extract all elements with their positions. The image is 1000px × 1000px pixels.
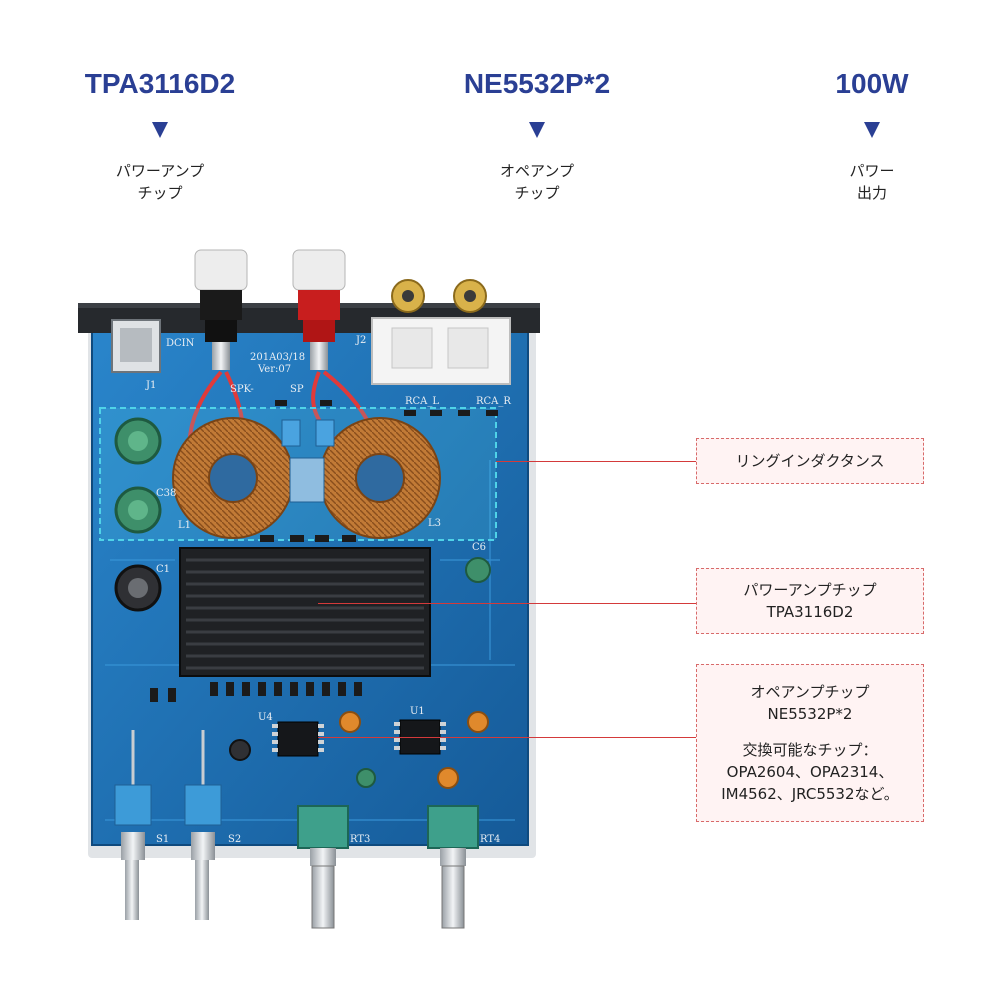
label-c6: C6 — [472, 542, 486, 553]
label-l1: L1 — [178, 520, 191, 531]
down-arrow-icon — [864, 122, 880, 138]
callout-text: オペアンプチップ — [750, 683, 870, 701]
small-capacitors — [229, 711, 489, 789]
callout-text: 交換可能なチップ： — [742, 741, 878, 759]
label-spk-right: SP — [290, 384, 304, 395]
opamp-chip-u4 — [272, 721, 324, 757]
spec-desc-line: パワーアンプ — [115, 162, 205, 180]
spec-desc-line: チップ — [137, 184, 183, 202]
dc-jack-inner — [120, 328, 152, 362]
spec-desc-line: 出力 — [856, 184, 887, 202]
smd-components — [260, 400, 498, 542]
callout-power-amp-chip: パワーアンプチップ TPA3116D2 — [696, 568, 924, 634]
label-rca-right: RCA_R — [476, 396, 511, 407]
callout-text: リングインダクタンス — [735, 452, 885, 470]
label-s2: S2 — [228, 834, 241, 845]
spec-desc-opamp: オペアンプ チップ — [457, 160, 617, 204]
down-arrow-icon — [152, 122, 168, 138]
leader-line-power-chip — [318, 603, 696, 604]
label-rt4: RT4 — [480, 834, 500, 845]
label-version-date: 201A03/18 — [250, 352, 305, 363]
leader-line-opamp — [318, 737, 696, 738]
spec-desc-power-output: パワー 出力 — [792, 160, 952, 204]
label-j2: J2 — [355, 335, 366, 346]
label-rt3: RT3 — [350, 834, 370, 845]
callout-ring-inductance: リングインダクタンス — [696, 438, 924, 484]
ring-inductor-left — [172, 417, 294, 539]
speaker-terminal-black — [194, 249, 248, 370]
label-s1: S1 — [156, 834, 169, 845]
spec-desc-line: パワー — [849, 162, 895, 180]
label-l3: L3 — [428, 518, 441, 529]
label-u1: U1 — [410, 706, 425, 717]
potentiometer-rt3 — [297, 805, 349, 929]
rca-jacks — [371, 279, 511, 385]
electrolytic-capacitors — [114, 417, 491, 612]
leader-line-inductance — [496, 461, 696, 462]
label-j1: J1 — [145, 380, 156, 391]
label-c38: C38 — [156, 488, 176, 499]
ring-inductor-right — [319, 417, 441, 539]
callout-text: パワーアンプチップ — [743, 581, 877, 599]
callout-text: IM4562、JRC5532など。 — [721, 785, 899, 803]
spec-title-power-chip: TPA3116D2 — [84, 68, 236, 99]
spec-desc-line: オペアンプ — [500, 162, 574, 180]
spec-desc-line: チップ — [514, 184, 560, 202]
callout-opamp-chip: オペアンプチップ NE5532P*2 交換可能なチップ： OPA2604、OPA… — [696, 664, 924, 822]
label-rca-left: RCA_L — [405, 396, 439, 407]
speaker-terminal-red — [292, 249, 346, 370]
label-dcin: DCIN — [166, 338, 195, 349]
callout-text: NE5532P*2 — [767, 705, 853, 723]
toggle-switch-s2 — [184, 730, 222, 920]
label-version: Ver:07 — [257, 364, 291, 375]
label-spk-left: SPK- — [230, 384, 254, 395]
callout-text: OPA2604、OPA2314、 — [726, 763, 894, 781]
toggle-switch-s1 — [114, 730, 152, 920]
spec-title-opamp: NE5532P*2 — [463, 68, 611, 99]
label-c1: C1 — [156, 564, 170, 575]
film-capacitors — [281, 419, 335, 503]
heatsink-fins — [186, 558, 424, 670]
smd-row-lower — [150, 682, 362, 702]
callout-text: TPA3116D2 — [766, 603, 854, 621]
spec-desc-power-chip: パワーアンプ チップ — [80, 160, 240, 204]
potentiometer-rt4 — [427, 805, 479, 929]
spec-title-power-output: 100W — [835, 68, 909, 99]
down-arrow-icon — [529, 122, 545, 138]
label-u4: U4 — [258, 712, 273, 723]
